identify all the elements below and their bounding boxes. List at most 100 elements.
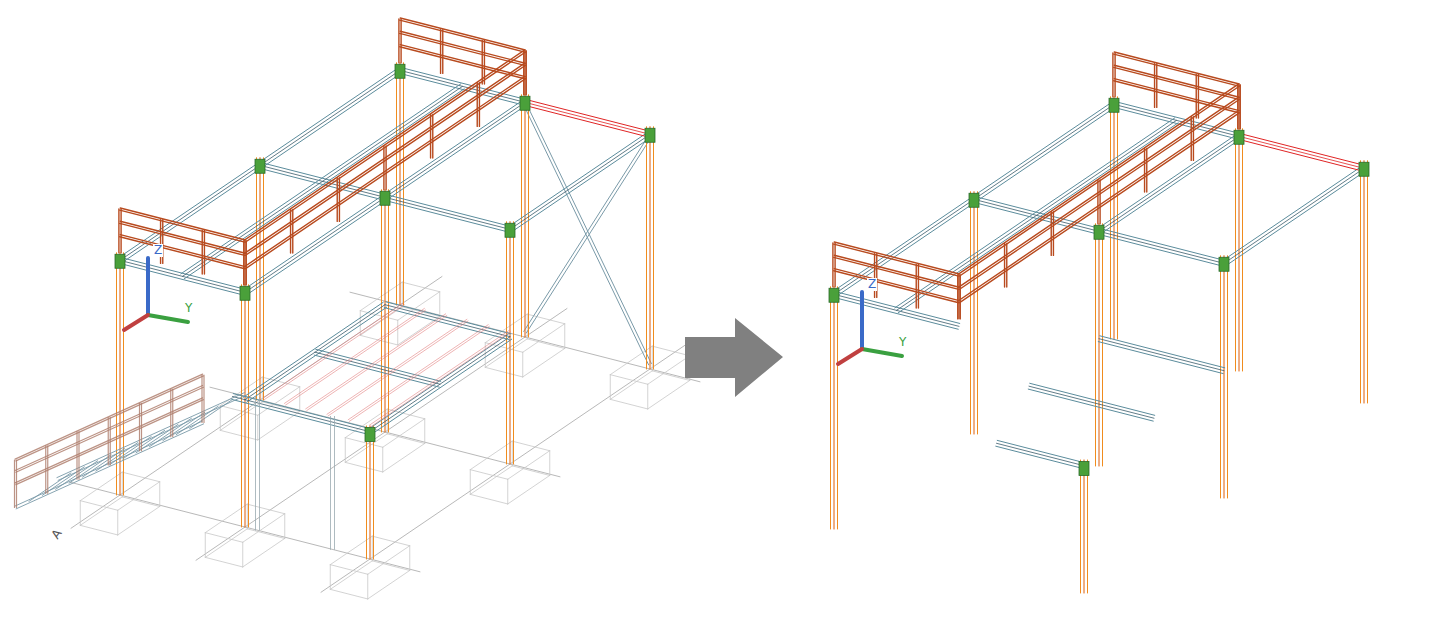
connection-plate [1109, 98, 1119, 112]
railing-post [430, 114, 431, 158]
steel-beam [118, 163, 258, 258]
footing [330, 565, 368, 575]
footing [284, 514, 285, 539]
footing [80, 525, 118, 535]
railing-post [959, 275, 960, 319]
steel-beam [832, 197, 972, 292]
column-centerline [834, 287, 835, 529]
railing-post [482, 40, 483, 84]
footing [398, 316, 440, 345]
beam-centerline [315, 352, 440, 384]
grating [369, 330, 509, 425]
railing-rail [400, 18, 525, 50]
footing [330, 565, 331, 590]
steel-beam [895, 118, 1175, 308]
railing-rail [246, 52, 526, 242]
steel-column [977, 192, 978, 434]
post [334, 416, 335, 549]
beam-centerline [385, 305, 510, 337]
beam-centerline [385, 102, 525, 197]
railing-post [1099, 180, 1100, 224]
steel-beam [243, 302, 383, 397]
steel-beam [512, 137, 652, 232]
railing-rail [1114, 52, 1239, 84]
footing [242, 542, 243, 567]
grid-label: A [49, 527, 66, 543]
footing [485, 367, 523, 377]
railing-rail [958, 84, 1238, 274]
stair-railing-post [76, 432, 77, 480]
x-axis [124, 315, 148, 330]
footing [330, 589, 368, 599]
footing [117, 510, 118, 535]
column-centerline [1224, 256, 1225, 498]
steel-beam [1238, 139, 1363, 171]
railing-post [1053, 212, 1054, 256]
steel-column [388, 190, 389, 432]
grating [349, 326, 489, 421]
beam-centerline [1029, 386, 1154, 418]
beam-centerline [1099, 231, 1224, 263]
y-axis [148, 315, 188, 322]
beam-centerline [245, 400, 370, 432]
steel-column [513, 222, 514, 464]
stair-railing-post [108, 418, 109, 466]
railing-rail [120, 223, 245, 255]
steel-beam [1100, 336, 1225, 368]
footing [409, 546, 410, 571]
bracing [526, 137, 651, 333]
railing-rail [960, 99, 1240, 289]
railing-rail [244, 50, 524, 240]
railing-post [1237, 85, 1238, 129]
steel-column [974, 192, 975, 434]
railing-post [834, 243, 835, 287]
stair-railing-post [170, 389, 171, 437]
steel-column [1102, 224, 1103, 466]
stair-railing-post [141, 403, 142, 451]
steel-column [1117, 97, 1118, 339]
column-centerline [1364, 161, 1365, 403]
railing-post [479, 83, 480, 127]
footing [368, 546, 410, 575]
footing [258, 411, 300, 440]
footing [243, 538, 285, 567]
footing [330, 561, 372, 590]
steel-beam [996, 446, 1084, 468]
footing [648, 380, 690, 409]
bracing [524, 135, 649, 331]
footing [402, 282, 440, 292]
footing [118, 506, 160, 535]
railing-rail [834, 271, 959, 303]
steel-beam [262, 73, 402, 168]
steel-column [256, 158, 257, 400]
footing [330, 536, 372, 565]
beam-centerline [834, 199, 974, 294]
footing [372, 536, 373, 561]
grating [327, 319, 467, 414]
steel-column [263, 158, 264, 400]
connection-plate [645, 128, 655, 142]
axis-label: Y [898, 336, 907, 349]
footing [205, 533, 243, 543]
railing-rail [1114, 54, 1239, 86]
post [259, 397, 260, 530]
railing-post [442, 30, 443, 74]
steel-beam [508, 132, 648, 227]
stair-railing-post [16, 460, 17, 508]
footing [80, 497, 122, 525]
footing [205, 529, 247, 558]
footing [610, 399, 648, 409]
steel-beam [1101, 139, 1241, 234]
column-centerline [1099, 224, 1100, 466]
connection-plate [505, 223, 515, 237]
footing [247, 504, 285, 514]
footing [205, 504, 247, 533]
footing [383, 443, 425, 472]
footing [372, 536, 410, 546]
footing [247, 529, 285, 539]
steel-column [528, 95, 529, 337]
steel-beam [1222, 166, 1362, 261]
steel-column [1087, 460, 1088, 593]
connection-plate [520, 96, 530, 110]
